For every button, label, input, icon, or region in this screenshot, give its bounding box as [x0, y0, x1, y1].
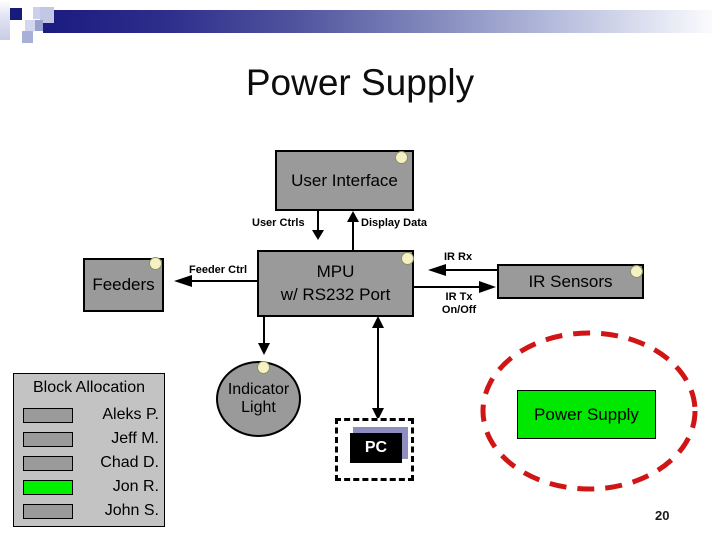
- power-supply-box: Power Supply: [517, 390, 656, 439]
- user-interface-label: User Interface: [291, 170, 398, 190]
- ir-tx-label: IR Tx On/Off: [430, 291, 488, 316]
- legend-swatch: [23, 407, 73, 423]
- ir-sensors-box: IR Sensors: [497, 264, 644, 299]
- legend-row: Jeff M.: [14, 427, 164, 451]
- ir-rx-label: IR Rx: [444, 251, 473, 263]
- legend-swatch: [23, 479, 73, 495]
- legend-row: Aleks P.: [14, 403, 164, 427]
- user-interface-box: User Interface: [275, 150, 414, 211]
- legend-name: John S.: [104, 502, 159, 519]
- page-number: 20: [655, 508, 670, 523]
- display-data-label: Display Data: [361, 217, 428, 229]
- connector-dot-icon: [630, 265, 643, 278]
- indicator-light-line2: Light: [241, 399, 276, 416]
- deco-square: [33, 7, 43, 19]
- block-allocation-legend: Block Allocation Aleks P. Jeff M. Chad D…: [13, 373, 165, 527]
- mpu-label-line2: w/ RS232 Port: [280, 284, 391, 304]
- deco-square: [22, 31, 33, 43]
- legend-row: Jon R.: [14, 475, 164, 499]
- feeders-label: Feeders: [92, 275, 155, 294]
- page-title: Power Supply: [245, 62, 475, 103]
- legend-name: Jon R.: [112, 478, 159, 495]
- ir-tx-label-line2: On/Off: [441, 303, 477, 316]
- header-left-strip: [0, 0, 10, 40]
- pc-label: PC: [364, 439, 388, 456]
- ir-rx-arrow: [428, 264, 497, 276]
- legend-row: Chad D.: [14, 451, 164, 475]
- feeder-ctrl-arrow: [174, 275, 257, 287]
- deco-navy-square: [10, 8, 22, 20]
- connector-dot-icon: [149, 257, 162, 270]
- user-ctrls-arrow: [312, 211, 324, 240]
- legend-name: Jeff M.: [111, 430, 159, 447]
- ir-sensors-label: IR Sensors: [528, 271, 613, 291]
- user-ctrls-label: User Ctrls: [252, 217, 305, 229]
- deco-square: [35, 20, 43, 31]
- deco-square: [25, 20, 35, 31]
- deco-square: [40, 7, 54, 23]
- mpu-box: MPU w/ RS232 Port: [257, 250, 414, 317]
- legend-swatch: [23, 503, 73, 519]
- connector-dot-icon: [401, 252, 414, 265]
- connector-dot-icon: [257, 361, 270, 374]
- legend-title: Block Allocation: [32, 379, 146, 396]
- mpu-indicator-arrow: [258, 317, 270, 355]
- mpu-pc-double-arrow: [372, 316, 384, 420]
- legend-swatch: [23, 431, 73, 447]
- pc-box: PC: [350, 433, 402, 463]
- feeder-ctrl-label: Feeder Ctrl: [189, 264, 248, 276]
- connector-dot-icon: [395, 151, 408, 164]
- legend-name: Chad D.: [100, 454, 159, 471]
- legend-swatch: [23, 455, 73, 471]
- indicator-light-circle: Indicator Light: [216, 361, 301, 437]
- ir-tx-label-line1: IR Tx: [445, 291, 473, 303]
- display-data-arrow: [347, 211, 359, 250]
- legend-name: Aleks P.: [102, 406, 159, 423]
- header-gradient-bar: [43, 10, 712, 33]
- mpu-label-line1: MPU: [316, 262, 355, 282]
- indicator-light-line1: Indicator: [227, 380, 290, 398]
- power-supply-label: Power Supply: [534, 404, 639, 424]
- legend-row: John S.: [14, 499, 164, 523]
